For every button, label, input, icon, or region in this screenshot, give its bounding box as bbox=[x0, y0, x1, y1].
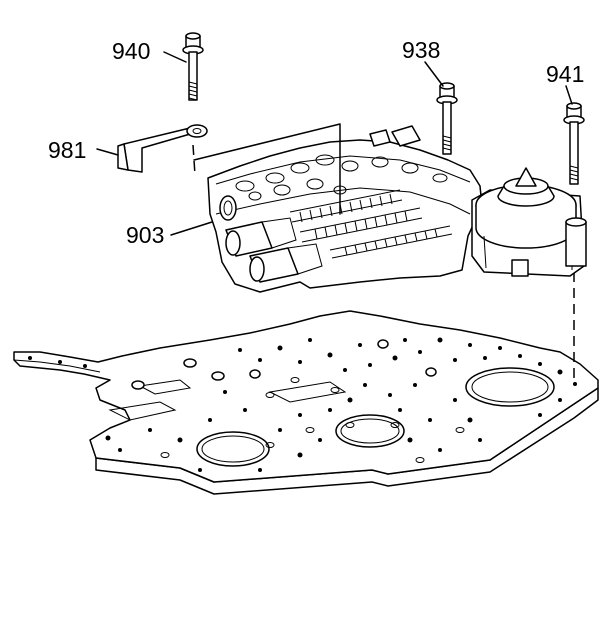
callout-938: 938 bbox=[402, 37, 441, 63]
alignment-lines bbox=[192, 144, 575, 378]
bolt-941 bbox=[563, 102, 585, 185]
callout-981: 981 bbox=[48, 137, 87, 163]
bolt-940 bbox=[182, 32, 204, 101]
callout-940: 940 bbox=[112, 38, 151, 64]
callout-903: 903 bbox=[126, 222, 165, 248]
leader-lines bbox=[96, 51, 573, 236]
spacer-plate bbox=[13, 310, 599, 495]
callout-941: 941 bbox=[546, 61, 585, 87]
valve-body-903 bbox=[207, 125, 587, 293]
bracket-981 bbox=[117, 124, 208, 173]
bolt-938 bbox=[436, 82, 458, 155]
